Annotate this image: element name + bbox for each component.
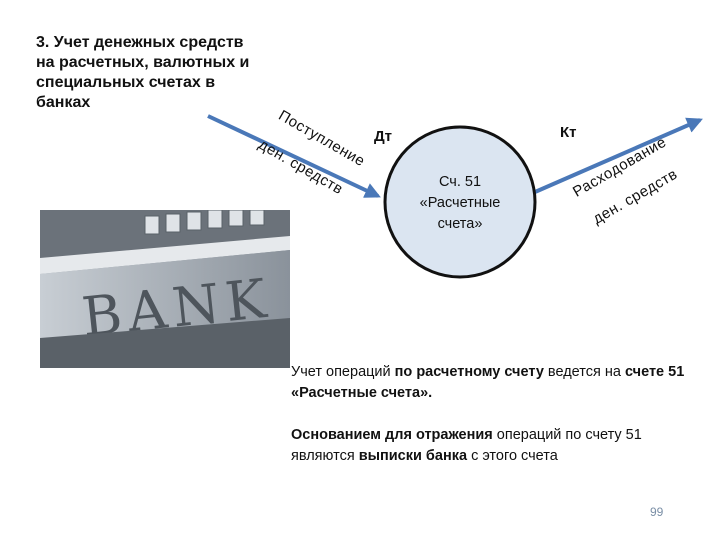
circle-label-line: «Расчетные — [419, 195, 501, 211]
account-51-circle — [383, 125, 537, 279]
credit-label: Кт — [560, 124, 577, 141]
bank-building-image: BANK — [40, 210, 290, 368]
bold-run: счете 51 «Расчетные счета». — [291, 364, 685, 401]
bold-run: по расчетному счету — [394, 364, 544, 380]
text-run: Учет операций — [291, 364, 395, 380]
bold-run: выписки банка — [358, 448, 468, 464]
debit-label: Дт — [374, 128, 393, 145]
text-run: с этого счета — [467, 448, 558, 464]
text-run: ведется на — [543, 364, 625, 380]
body-paragraph-1: Учет операций по расчетному счету ведетс… — [291, 362, 691, 404]
body-text: Учет операций по расчетному счету ведетс… — [291, 362, 691, 488]
text-run: операций по счету 51 являются — [291, 427, 642, 464]
page-number: 99 — [650, 505, 664, 519]
outflow-arrow — [534, 117, 703, 194]
body-paragraph-2: Основанием для отражения операций по сче… — [291, 425, 691, 467]
inflow-arrow — [207, 114, 381, 198]
bold-run: Основанием для отражения — [291, 427, 493, 443]
slide-title: 3. Учет денежных средств на расчетных, в… — [36, 34, 250, 111]
account-51-label: Сч. 51 «Расчетные счета» — [392, 172, 528, 235]
circle-label-line: Сч. 51 — [438, 174, 482, 190]
circle-label-line: счета» — [437, 216, 483, 232]
